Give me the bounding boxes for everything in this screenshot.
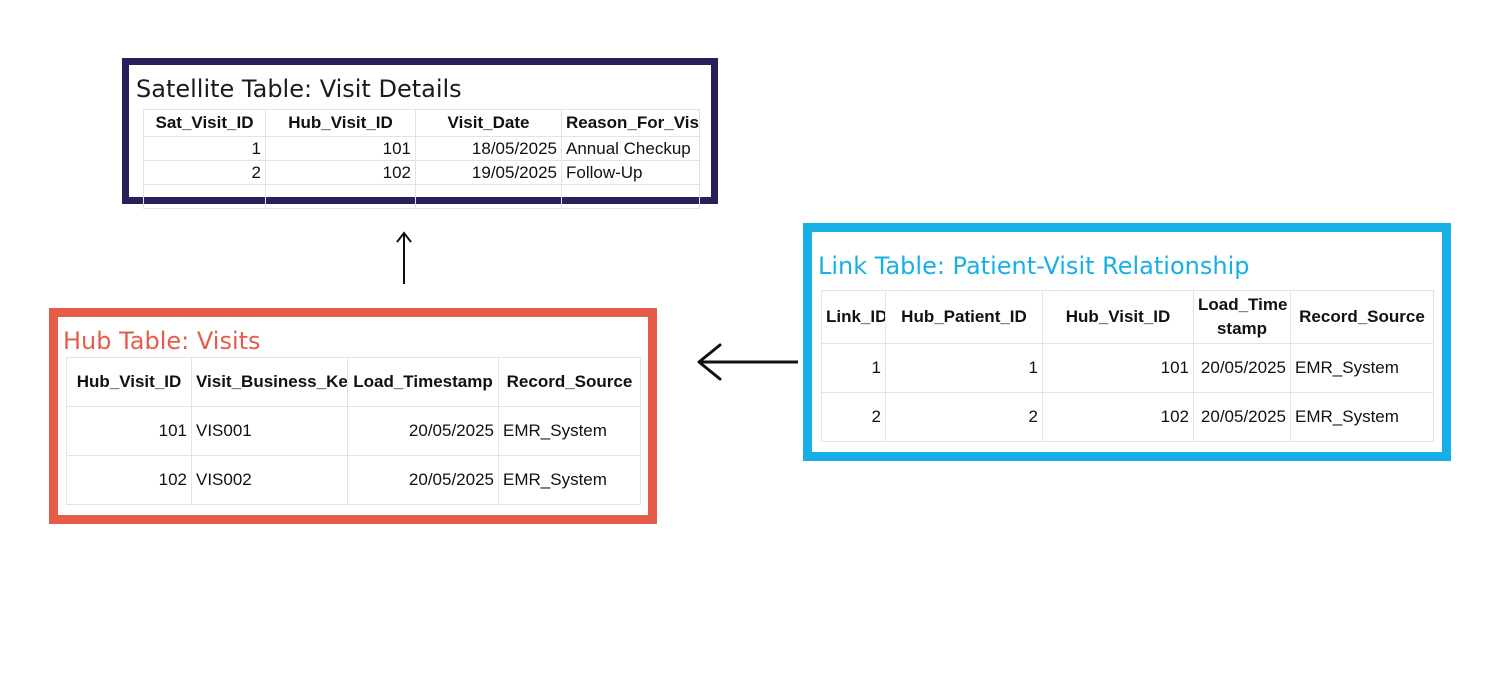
column-header: Record_Source <box>498 357 641 407</box>
table-row-blank <box>143 184 700 209</box>
satellite-table: Sat_Visit_ID Hub_Visit_ID Visit_Date Rea… <box>143 109 700 209</box>
table-cell: 2 <box>143 160 266 185</box>
table-cell: 101 <box>265 136 416 161</box>
table-header-row: Link_ID Hub_Patient_ID Hub_Visit_ID Load… <box>821 290 1434 344</box>
table-cell: Follow-Up <box>561 160 700 185</box>
column-header: Record_Source <box>1290 290 1434 344</box>
hub-table-title: Hub Table: Visits <box>63 327 261 355</box>
column-header: Hub_Visit_ID <box>66 357 192 407</box>
column-header: Hub_Visit_ID <box>265 109 416 137</box>
table-cell: 102 <box>66 455 192 505</box>
table-cell-empty <box>143 184 266 209</box>
satellite-table-panel: Satellite Table: Visit Details Sat_Visit… <box>122 58 718 209</box>
table-cell: 101 <box>66 406 192 456</box>
table-cell: 2 <box>885 392 1043 442</box>
table-cell: 20/05/2025 <box>1193 392 1291 442</box>
column-header: Load_Time stamp <box>1193 290 1291 344</box>
table-cell: EMR_System <box>1290 392 1434 442</box>
link-table: Link_ID Hub_Patient_ID Hub_Visit_ID Load… <box>821 290 1434 442</box>
link-table-title: Link Table: Patient-Visit Relationship <box>818 252 1250 280</box>
table-cell-empty <box>561 184 700 209</box>
arrow-left-icon <box>697 343 798 381</box>
table-cell: 18/05/2025 <box>415 136 562 161</box>
link-table-panel: Link Table: Patient-Visit Relationship L… <box>803 223 1451 461</box>
table-row: 2 2 102 20/05/2025 EMR_System <box>821 392 1434 442</box>
table-cell: 20/05/2025 <box>347 406 499 456</box>
hub-table-panel: Hub Table: Visits Hub_Visit_ID Visit_Bus… <box>49 308 657 524</box>
table-cell: 102 <box>1042 392 1194 442</box>
table-cell: 1 <box>885 343 1043 393</box>
table-row: 1 101 18/05/2025 Annual Checkup <box>143 136 700 161</box>
table-cell: 19/05/2025 <box>415 160 562 185</box>
table-cell: 102 <box>265 160 416 185</box>
satellite-table-title: Satellite Table: Visit Details <box>136 75 462 103</box>
hub-table: Hub_Visit_ID Visit_Business_Key Load_Tim… <box>66 357 641 505</box>
table-cell: VIS001 <box>191 406 348 456</box>
table-row: 102 VIS002 20/05/2025 EMR_System <box>66 455 641 505</box>
table-cell: 1 <box>143 136 266 161</box>
table-header-row: Sat_Visit_ID Hub_Visit_ID Visit_Date Rea… <box>143 109 700 137</box>
table-cell: EMR_System <box>498 406 641 456</box>
table-row: 2 102 19/05/2025 Follow-Up <box>143 160 700 185</box>
column-header: Hub_Visit_ID <box>1042 290 1194 344</box>
table-cell-empty <box>265 184 416 209</box>
table-cell: 2 <box>821 392 886 442</box>
arrow-up-icon <box>396 231 412 284</box>
table-cell: 101 <box>1042 343 1194 393</box>
column-header: Sat_Visit_ID <box>143 109 266 137</box>
table-header-row: Hub_Visit_ID Visit_Business_Key Load_Tim… <box>66 357 641 407</box>
table-cell: 1 <box>821 343 886 393</box>
table-row: 1 1 101 20/05/2025 EMR_System <box>821 343 1434 393</box>
column-header: Hub_Patient_ID <box>885 290 1043 344</box>
table-cell: Annual Checkup <box>561 136 700 161</box>
column-header: Visit_Date <box>415 109 562 137</box>
table-cell: VIS002 <box>191 455 348 505</box>
table-row: 101 VIS001 20/05/2025 EMR_System <box>66 406 641 456</box>
table-cell-empty <box>415 184 562 209</box>
table-cell: 20/05/2025 <box>347 455 499 505</box>
column-header: Load_Timestamp <box>347 357 499 407</box>
column-header: Reason_For_Visit <box>561 109 700 137</box>
column-header: Link_ID <box>821 290 886 344</box>
table-cell: 20/05/2025 <box>1193 343 1291 393</box>
table-cell: EMR_System <box>498 455 641 505</box>
column-header: Visit_Business_Key <box>191 357 348 407</box>
table-cell: EMR_System <box>1290 343 1434 393</box>
